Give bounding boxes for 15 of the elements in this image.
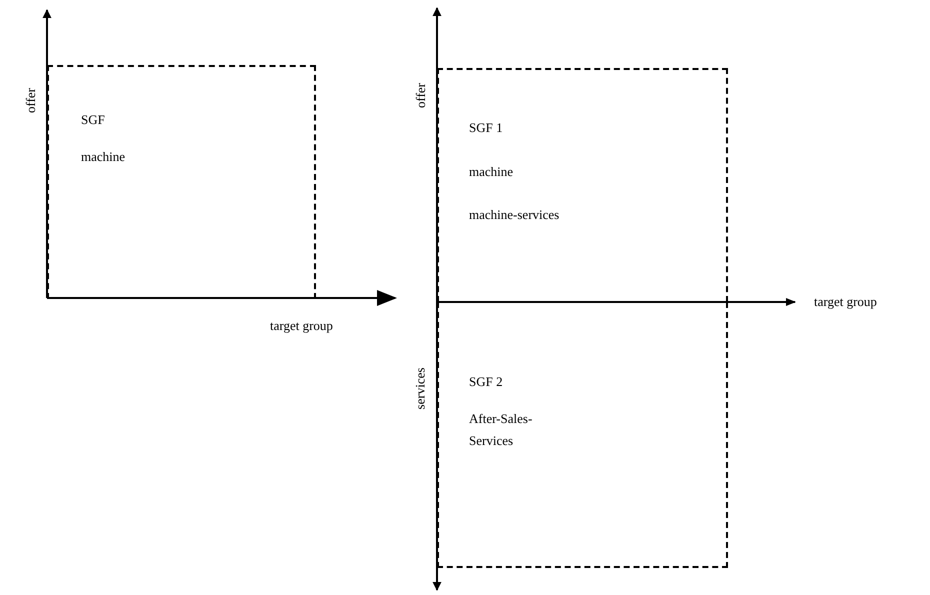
- business-field-box: [437, 68, 728, 302]
- offer-text: machine: [469, 164, 514, 179]
- offer-text: machine-services: [469, 207, 560, 222]
- business-field-box: [47, 65, 316, 299]
- group-heading: SGF 2: [469, 374, 503, 389]
- offer-text: After-Sales-Services: [469, 410, 534, 450]
- axis-label: offer: [22, 87, 38, 113]
- group-heading: SGF 1: [469, 120, 503, 135]
- offer-text: machine: [81, 149, 126, 164]
- group-heading: SGF: [81, 112, 105, 127]
- axis-label: target group: [814, 294, 877, 309]
- axis-label: services: [412, 367, 428, 409]
- business-field-box: [437, 302, 728, 568]
- axis-label: target group: [270, 318, 333, 333]
- axis-label: offer: [412, 82, 428, 108]
